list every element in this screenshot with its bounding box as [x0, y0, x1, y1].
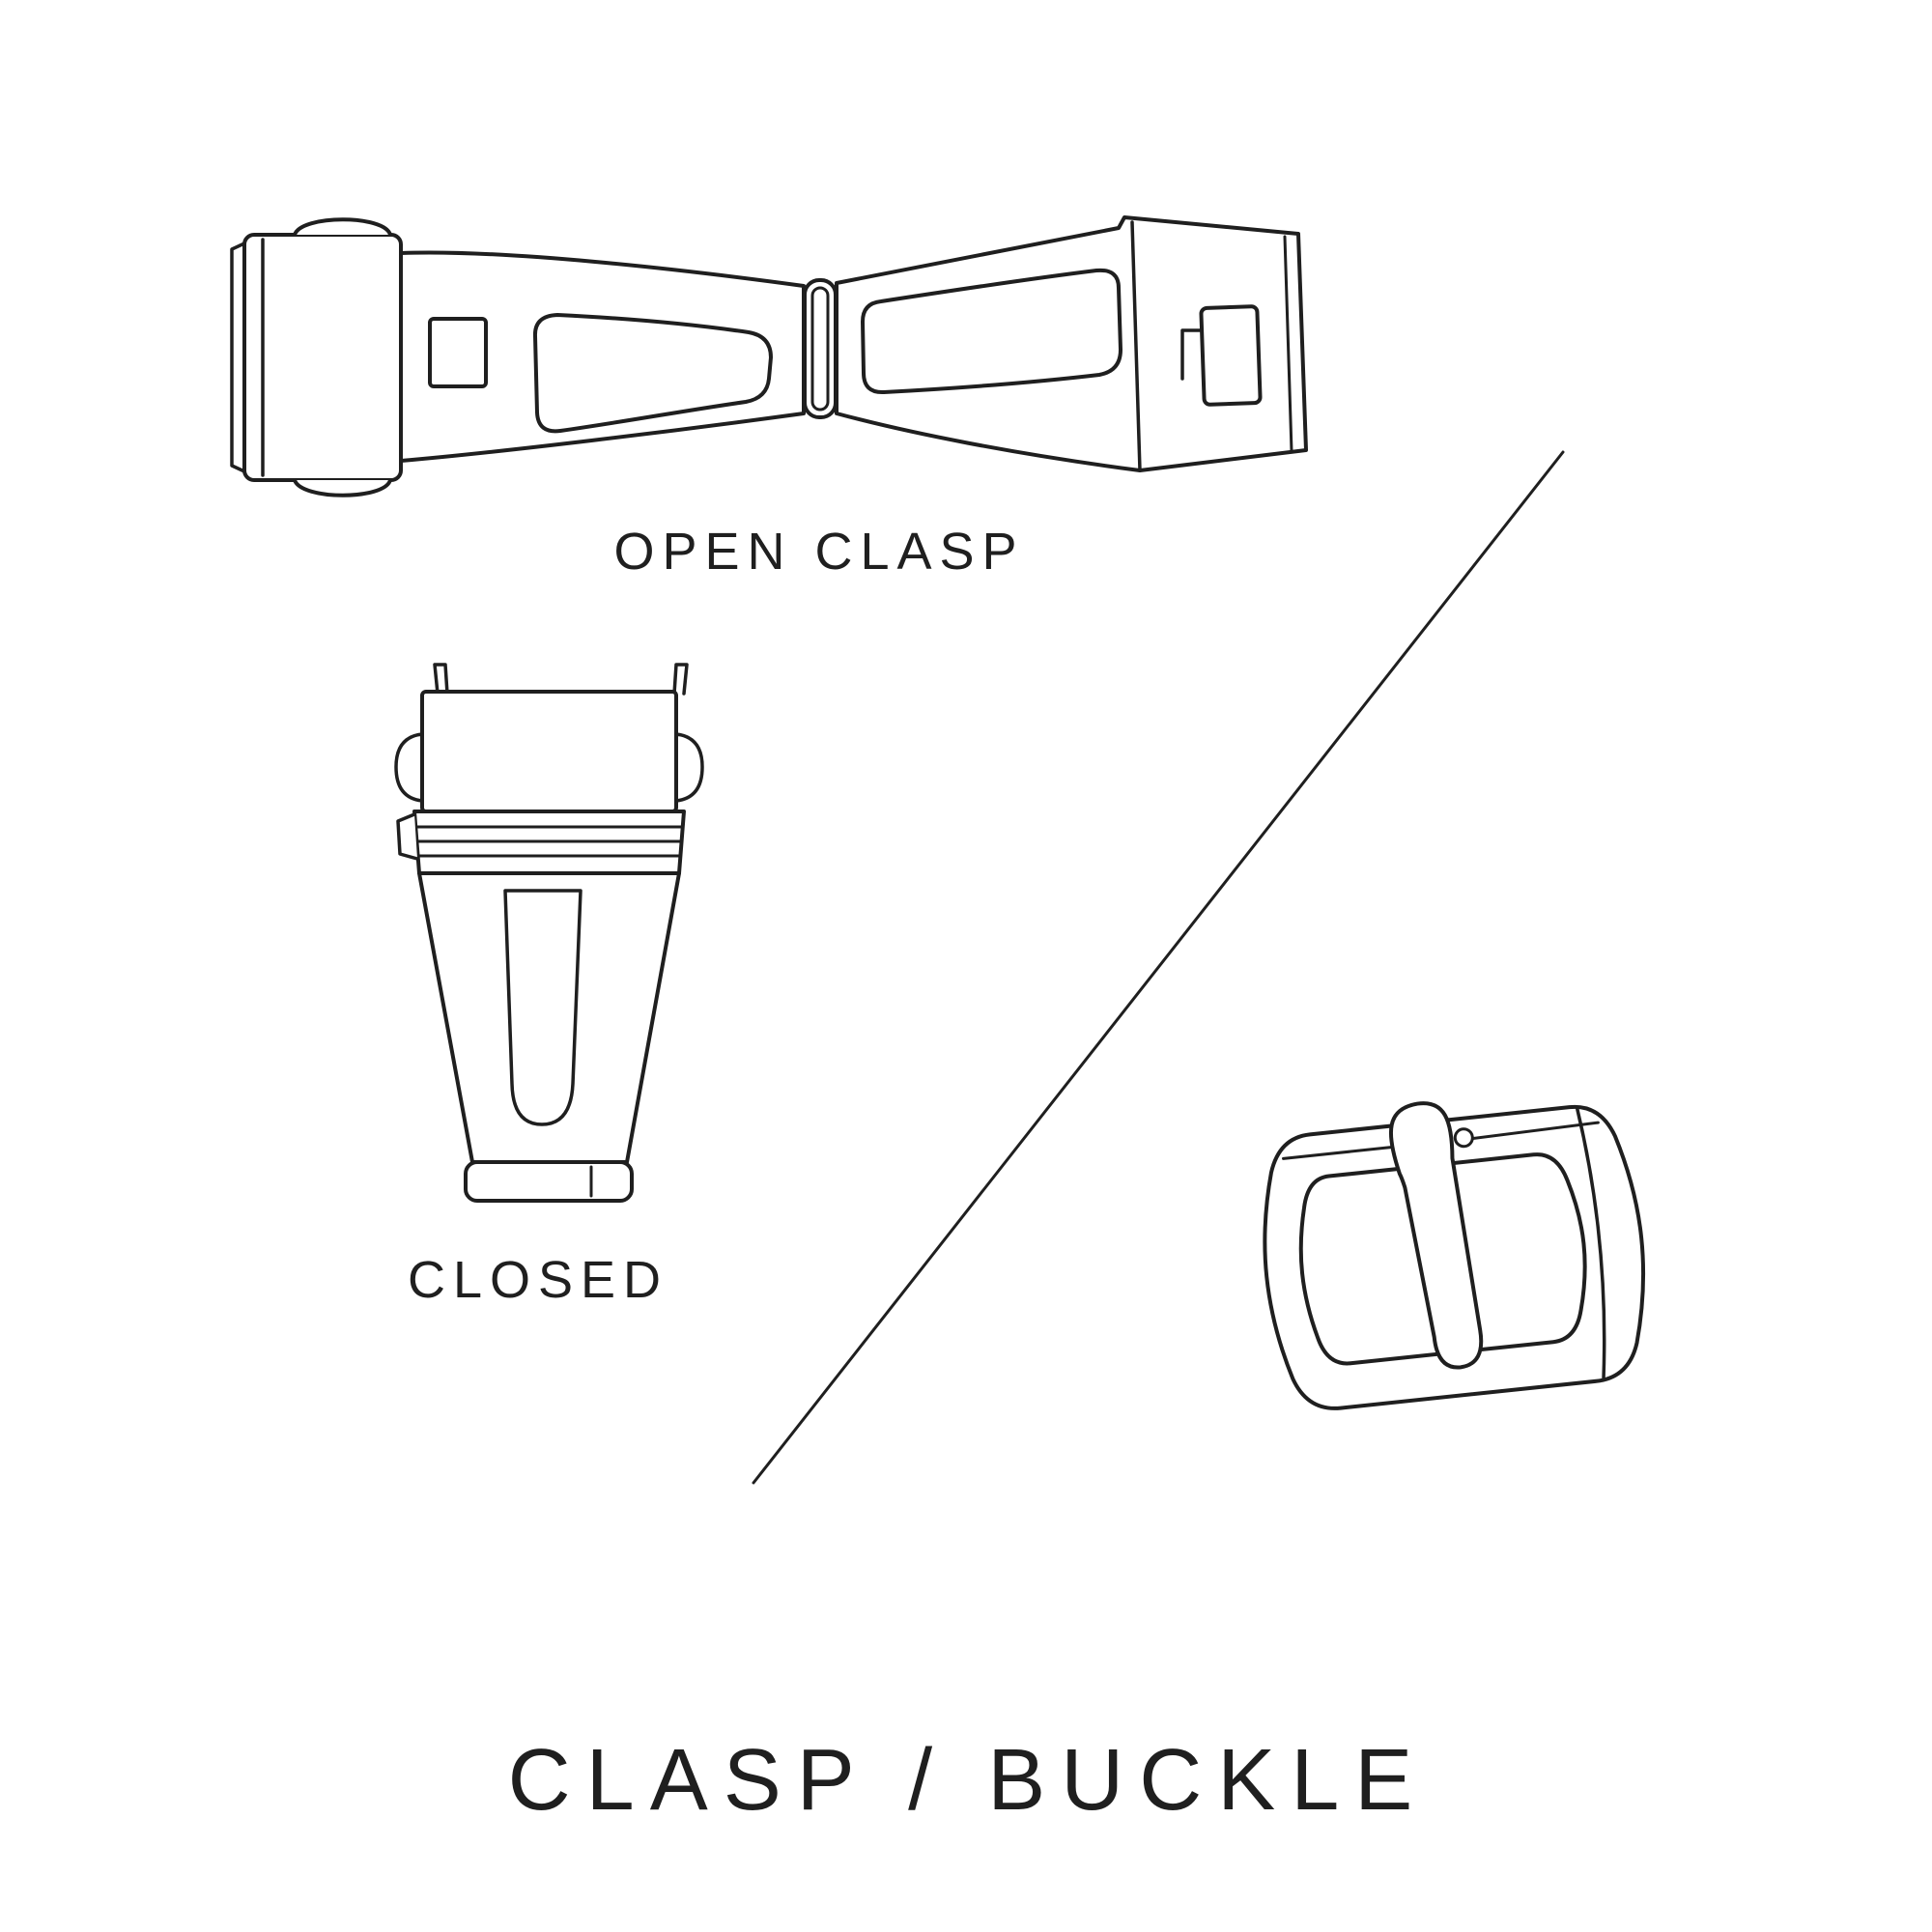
- open-clasp-illustration: [230, 215, 1308, 497]
- page-title: CLASP / BUCKLE: [507, 1732, 1429, 1829]
- pin-buckle-illustration: [1263, 1101, 1646, 1410]
- closed-clasp-illustration: [394, 663, 704, 1203]
- diagonal-divider: [752, 450, 1565, 1485]
- open-clasp-label: OPEN CLASP: [613, 523, 1025, 581]
- closed-label: CLOSED: [407, 1251, 669, 1309]
